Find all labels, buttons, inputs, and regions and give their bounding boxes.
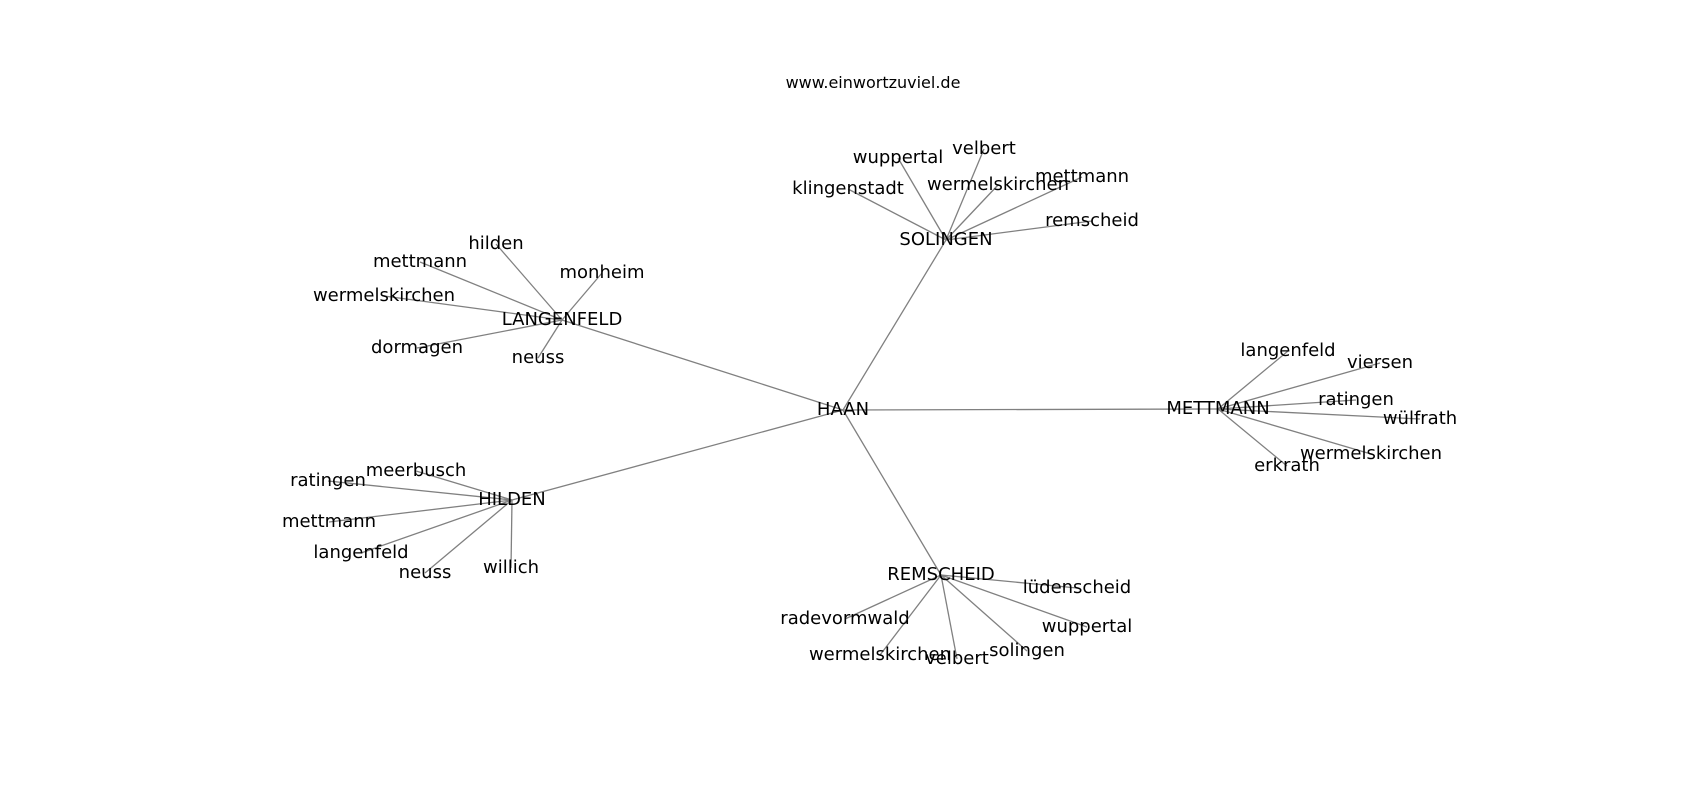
edge-hilden-ratingen	[327, 480, 513, 501]
edge-langenfeld-dormagen	[416, 319, 563, 349]
leaf-node-remscheid-luedenscheid: lüdenscheid	[1023, 577, 1132, 598]
edge-hilden-meerbusch	[415, 470, 513, 501]
leaf-node-mettmann-viersen: viersen	[1347, 352, 1413, 373]
edge-haan-hilden	[511, 409, 844, 501]
leaf-node-remscheid-wuppertal: wuppertal	[1042, 616, 1133, 637]
leaf-node-langenfeld-mettmann: mettmann	[373, 251, 467, 272]
leaf-node-langenfeld-dormagen: dormagen	[371, 337, 463, 358]
edge-haan-mettmann	[842, 408, 1219, 411]
leaf-node-solingen-wuppertal: wuppertal	[853, 147, 944, 168]
edge-mettmann-erkrath	[1217, 408, 1288, 467]
edge-solingen-velbert	[945, 148, 985, 241]
leaf-node-solingen-wermelskirchen: wermelskirchen	[927, 174, 1069, 195]
edge-layer	[327, 148, 1421, 660]
edge-solingen-wuppertal	[897, 157, 947, 241]
edge-mettmann-viersen	[1217, 362, 1381, 410]
leaf-node-solingen-mettmann: mettmann	[1035, 166, 1129, 187]
leaf-node-hilden-willich: willich	[483, 557, 539, 578]
edge-remscheid-wuppertal	[940, 574, 1088, 628]
leaf-node-hilden-langenfeld: langenfeld	[313, 542, 408, 563]
edge-mettmann-ratingen	[1217, 399, 1357, 410]
edge-hilden-langenfeld	[360, 499, 513, 554]
edge-remscheid-velbert	[940, 574, 958, 660]
edge-mettmann-wermelskirchen	[1217, 408, 1372, 455]
hub-node-remscheid: REMSCHEID	[887, 564, 994, 585]
leaf-node-langenfeld-neuss: neuss	[512, 347, 565, 368]
leaf-node-hilden-meerbusch: meerbusch	[366, 460, 467, 481]
leaf-node-remscheid-radevormwald: radevormwald	[780, 608, 909, 629]
leaf-node-langenfeld-monheim: monheim	[560, 262, 645, 283]
leaf-node-langenfeld-hilden: hilden	[468, 233, 523, 254]
hub-node-langenfeld: LANGENFELD	[502, 309, 623, 330]
center-node-haan: HAAN	[817, 399, 869, 420]
leaf-node-mettmann-ratingen: ratingen	[1318, 389, 1394, 410]
hub-node-solingen: SOLINGEN	[899, 229, 992, 250]
edge-mettmann-wuelfrath	[1217, 408, 1421, 420]
graph-title: www.einwortzuviel.de	[786, 73, 961, 92]
leaf-node-mettmann-langenfeld: langenfeld	[1240, 340, 1335, 361]
edge-remscheid-wermelskirchen	[879, 574, 942, 656]
label-layer: HAAN SOLINGEN wuppertal velbert klingenstadt…	[282, 138, 1457, 669]
leaf-node-remscheid-solingen: solingen	[989, 640, 1065, 661]
edge-solingen-mettmann	[945, 176, 1083, 241]
edge-solingen-klingenstadt	[847, 188, 947, 241]
leaf-node-langenfeld-wermelskirchen: wermelskirchen	[313, 285, 455, 306]
leaf-node-mettmann-erkrath: erkrath	[1254, 455, 1320, 476]
leaf-node-solingen-klingenstadt: klingenstadt	[792, 178, 904, 199]
edge-langenfeld-wermelskirchen	[383, 295, 563, 321]
edge-remscheid-radevormwald	[844, 574, 942, 620]
leaf-node-hilden-ratingen: ratingen	[290, 470, 366, 491]
edge-remscheid-luedenscheid	[940, 574, 1078, 589]
edge-remscheid-solingen	[940, 574, 1028, 652]
leaf-node-remscheid-velbert: velbert	[925, 648, 989, 669]
leaf-node-solingen-remscheid: remscheid	[1045, 210, 1139, 231]
edge-langenfeld-mettmann	[419, 261, 563, 321]
edge-langenfeld-monheim	[561, 272, 603, 321]
hub-node-hilden: HILDEN	[478, 489, 546, 510]
leaf-node-mettmann-wuelfrath: wülfrath	[1383, 408, 1457, 429]
edge-haan-remscheid	[842, 409, 942, 576]
leaf-node-solingen-velbert: velbert	[952, 138, 1016, 159]
edge-mettmann-langenfeld	[1217, 350, 1289, 410]
edge-haan-solingen	[842, 239, 947, 411]
leaf-node-mettmann-wermelskirchen: wermelskirchen	[1300, 443, 1442, 464]
leaf-node-hilden-neuss: neuss	[399, 562, 452, 583]
edge-solingen-wermelskirchen	[945, 184, 999, 241]
edge-hilden-mettmann	[328, 499, 513, 523]
edge-langenfeld-neuss	[537, 319, 563, 359]
leaf-node-remscheid-wermelskirchen: wermelskirchen	[809, 644, 951, 665]
leaf-node-hilden-mettmann: mettmann	[282, 511, 376, 532]
edge-solingen-remscheid	[945, 220, 1093, 241]
hub-node-mettmann: METTMANN	[1166, 398, 1269, 419]
edge-haan-langenfeld	[561, 319, 844, 411]
edge-hilden-willich	[510, 499, 513, 569]
edge-hilden-neuss	[424, 499, 513, 574]
edge-langenfeld-hilden	[495, 243, 563, 321]
